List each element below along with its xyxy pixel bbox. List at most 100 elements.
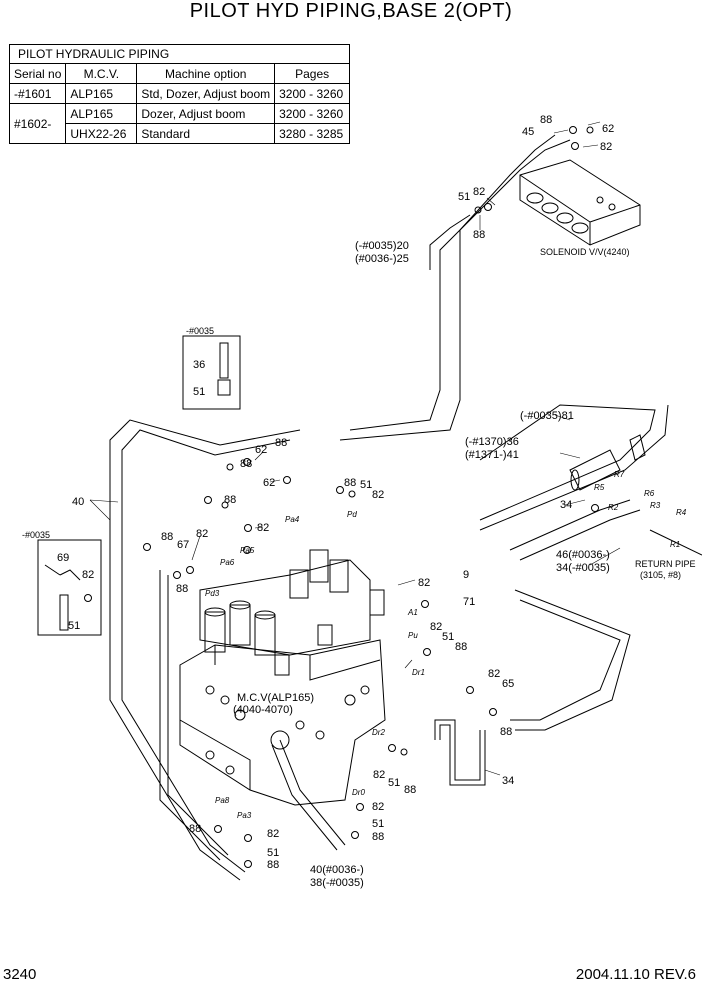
detail-box-top bbox=[182, 335, 241, 410]
revision-date: 2004.11.10 REV.6 bbox=[575, 966, 696, 983]
port-label: Dr0 bbox=[352, 788, 365, 797]
port-label: R6 bbox=[644, 489, 655, 498]
detail-left-label: -#0035 bbox=[22, 530, 50, 540]
part-label: 88 bbox=[372, 831, 384, 843]
part-label: 51 bbox=[458, 191, 470, 203]
port-label: R7 bbox=[614, 470, 625, 479]
header-pages: Pages bbox=[274, 63, 351, 84]
header-option: Machine option bbox=[136, 63, 276, 84]
part-label: 62 bbox=[263, 477, 275, 489]
part-label: 82 bbox=[257, 522, 269, 534]
part-label: 82 bbox=[372, 801, 384, 813]
part-label: 88 bbox=[540, 114, 552, 126]
port-label: A1 bbox=[407, 608, 418, 617]
part-label: 88 bbox=[500, 726, 512, 738]
part-label: 34 bbox=[560, 499, 572, 511]
part-label: 51 bbox=[68, 620, 80, 632]
part-label: 82 bbox=[373, 769, 385, 781]
cell-pages: 3200 - 3260 bbox=[274, 103, 351, 124]
pilot-piping-table: PILOT HYDRAULIC PIPING Serial no M.C.V. … bbox=[8, 44, 351, 144]
part-label: 51 bbox=[193, 386, 205, 398]
hose-41-label: (#1371-)41 bbox=[465, 449, 519, 461]
cell-option: Dozer, Adjust boom bbox=[136, 103, 276, 124]
page-number: 3240 bbox=[3, 966, 37, 983]
part-label: 88 bbox=[344, 477, 356, 489]
pipe-40 bbox=[109, 419, 301, 881]
part-label: 88 bbox=[455, 641, 467, 653]
port-label: Pa5 bbox=[240, 546, 255, 555]
part-label: 82 bbox=[267, 828, 279, 840]
part-label: 34 bbox=[502, 775, 514, 787]
part-label: 88 bbox=[473, 229, 485, 241]
port-label: R2 bbox=[608, 503, 619, 512]
part-labels: 88 45 62 82 51 88 82 36 51 62 88 62 88 8… bbox=[57, 114, 614, 871]
part-label: 88 bbox=[240, 458, 252, 470]
hose-81-label: (-#0035)81 bbox=[520, 410, 574, 422]
port-label: Pa4 bbox=[285, 515, 300, 524]
port-label: Pa8 bbox=[215, 796, 230, 805]
part-label: 51 bbox=[372, 818, 384, 830]
part-label: 82 bbox=[430, 621, 442, 633]
pipe-38-label: 38(-#0035) bbox=[310, 877, 364, 889]
part-label: 88 bbox=[224, 494, 236, 506]
cell-option: Standard bbox=[136, 123, 276, 144]
hose-36-label: (-#1370)36 bbox=[465, 436, 519, 448]
part-label: 82 bbox=[600, 141, 612, 153]
part-label: 88 bbox=[404, 784, 416, 796]
part-label: 82 bbox=[473, 186, 485, 198]
part-label: 67 bbox=[177, 539, 189, 551]
table-caption: PILOT HYDRAULIC PIPING bbox=[9, 44, 351, 63]
part-label: 88 bbox=[189, 823, 201, 835]
part-label: 88 bbox=[161, 531, 173, 543]
cell-mcv: UHX22-26 bbox=[65, 123, 138, 144]
mcv-label: M.C.V(ALP165) bbox=[237, 692, 314, 704]
return-pipe-ref: (3105, #8) bbox=[640, 570, 681, 580]
cell-serial: #1602- bbox=[8, 103, 67, 144]
part-label: 51 bbox=[267, 847, 279, 859]
cell-pages: 3280 - 3285 bbox=[274, 123, 351, 144]
port-label: Pd3 bbox=[205, 589, 220, 598]
pipe-46-label: 46(#0036-) bbox=[556, 549, 610, 561]
part-label: 62 bbox=[255, 444, 267, 456]
solenoid-valve bbox=[519, 159, 641, 246]
detail-top-label: -#0035 bbox=[186, 326, 214, 336]
part-label: 71 bbox=[463, 596, 475, 608]
hose-20 bbox=[349, 139, 571, 431]
port-label: R1 bbox=[670, 540, 680, 549]
cell-mcv: ALP165 bbox=[65, 103, 138, 124]
part-label: 51 bbox=[442, 631, 454, 643]
part-label: 88 bbox=[275, 437, 287, 449]
page-title: PILOT HYD PIPING,BASE 2(OPT) bbox=[189, 0, 513, 22]
port-label: Pa3 bbox=[237, 811, 252, 820]
part-label: 40 bbox=[72, 496, 84, 508]
return-filter bbox=[569, 434, 646, 491]
part-label: 69 bbox=[57, 552, 69, 564]
solenoid-label: SOLENOID V/V(4240) bbox=[540, 247, 630, 257]
part-label: 65 bbox=[502, 678, 514, 690]
hose-81 bbox=[479, 404, 656, 521]
port-label: R5 bbox=[594, 483, 605, 492]
part-label: 82 bbox=[418, 577, 430, 589]
return-pipe-label: RETURN PIPE bbox=[635, 559, 696, 569]
pipe-34-label: 34(-#0035) bbox=[556, 562, 610, 574]
part-label: 88 bbox=[176, 583, 188, 595]
cell-serial: -#1601 bbox=[8, 83, 67, 104]
part-label: 45 bbox=[522, 126, 534, 138]
header-mcv: M.C.V. bbox=[65, 63, 138, 84]
part-label: 82 bbox=[372, 489, 384, 501]
part-label: 88 bbox=[267, 859, 279, 871]
port-label: Pa6 bbox=[220, 558, 235, 567]
cell-option: Std, Dozer, Adjust boom bbox=[136, 83, 276, 104]
port-label: Pu bbox=[408, 631, 418, 640]
part-label: 62 bbox=[602, 123, 614, 135]
port-label: R3 bbox=[650, 501, 661, 510]
mcv-body bbox=[179, 549, 386, 806]
port-label: Dr2 bbox=[372, 728, 385, 737]
hose-20-label: (-#0035)20 bbox=[355, 240, 409, 252]
part-label: 51 bbox=[360, 479, 372, 491]
cell-mcv: ALP165 bbox=[65, 83, 138, 104]
hose-25-label: (#0036-)25 bbox=[355, 253, 409, 265]
pipe-40-label: 40(#0036-) bbox=[310, 864, 364, 876]
port-label: Dr1 bbox=[412, 668, 425, 677]
